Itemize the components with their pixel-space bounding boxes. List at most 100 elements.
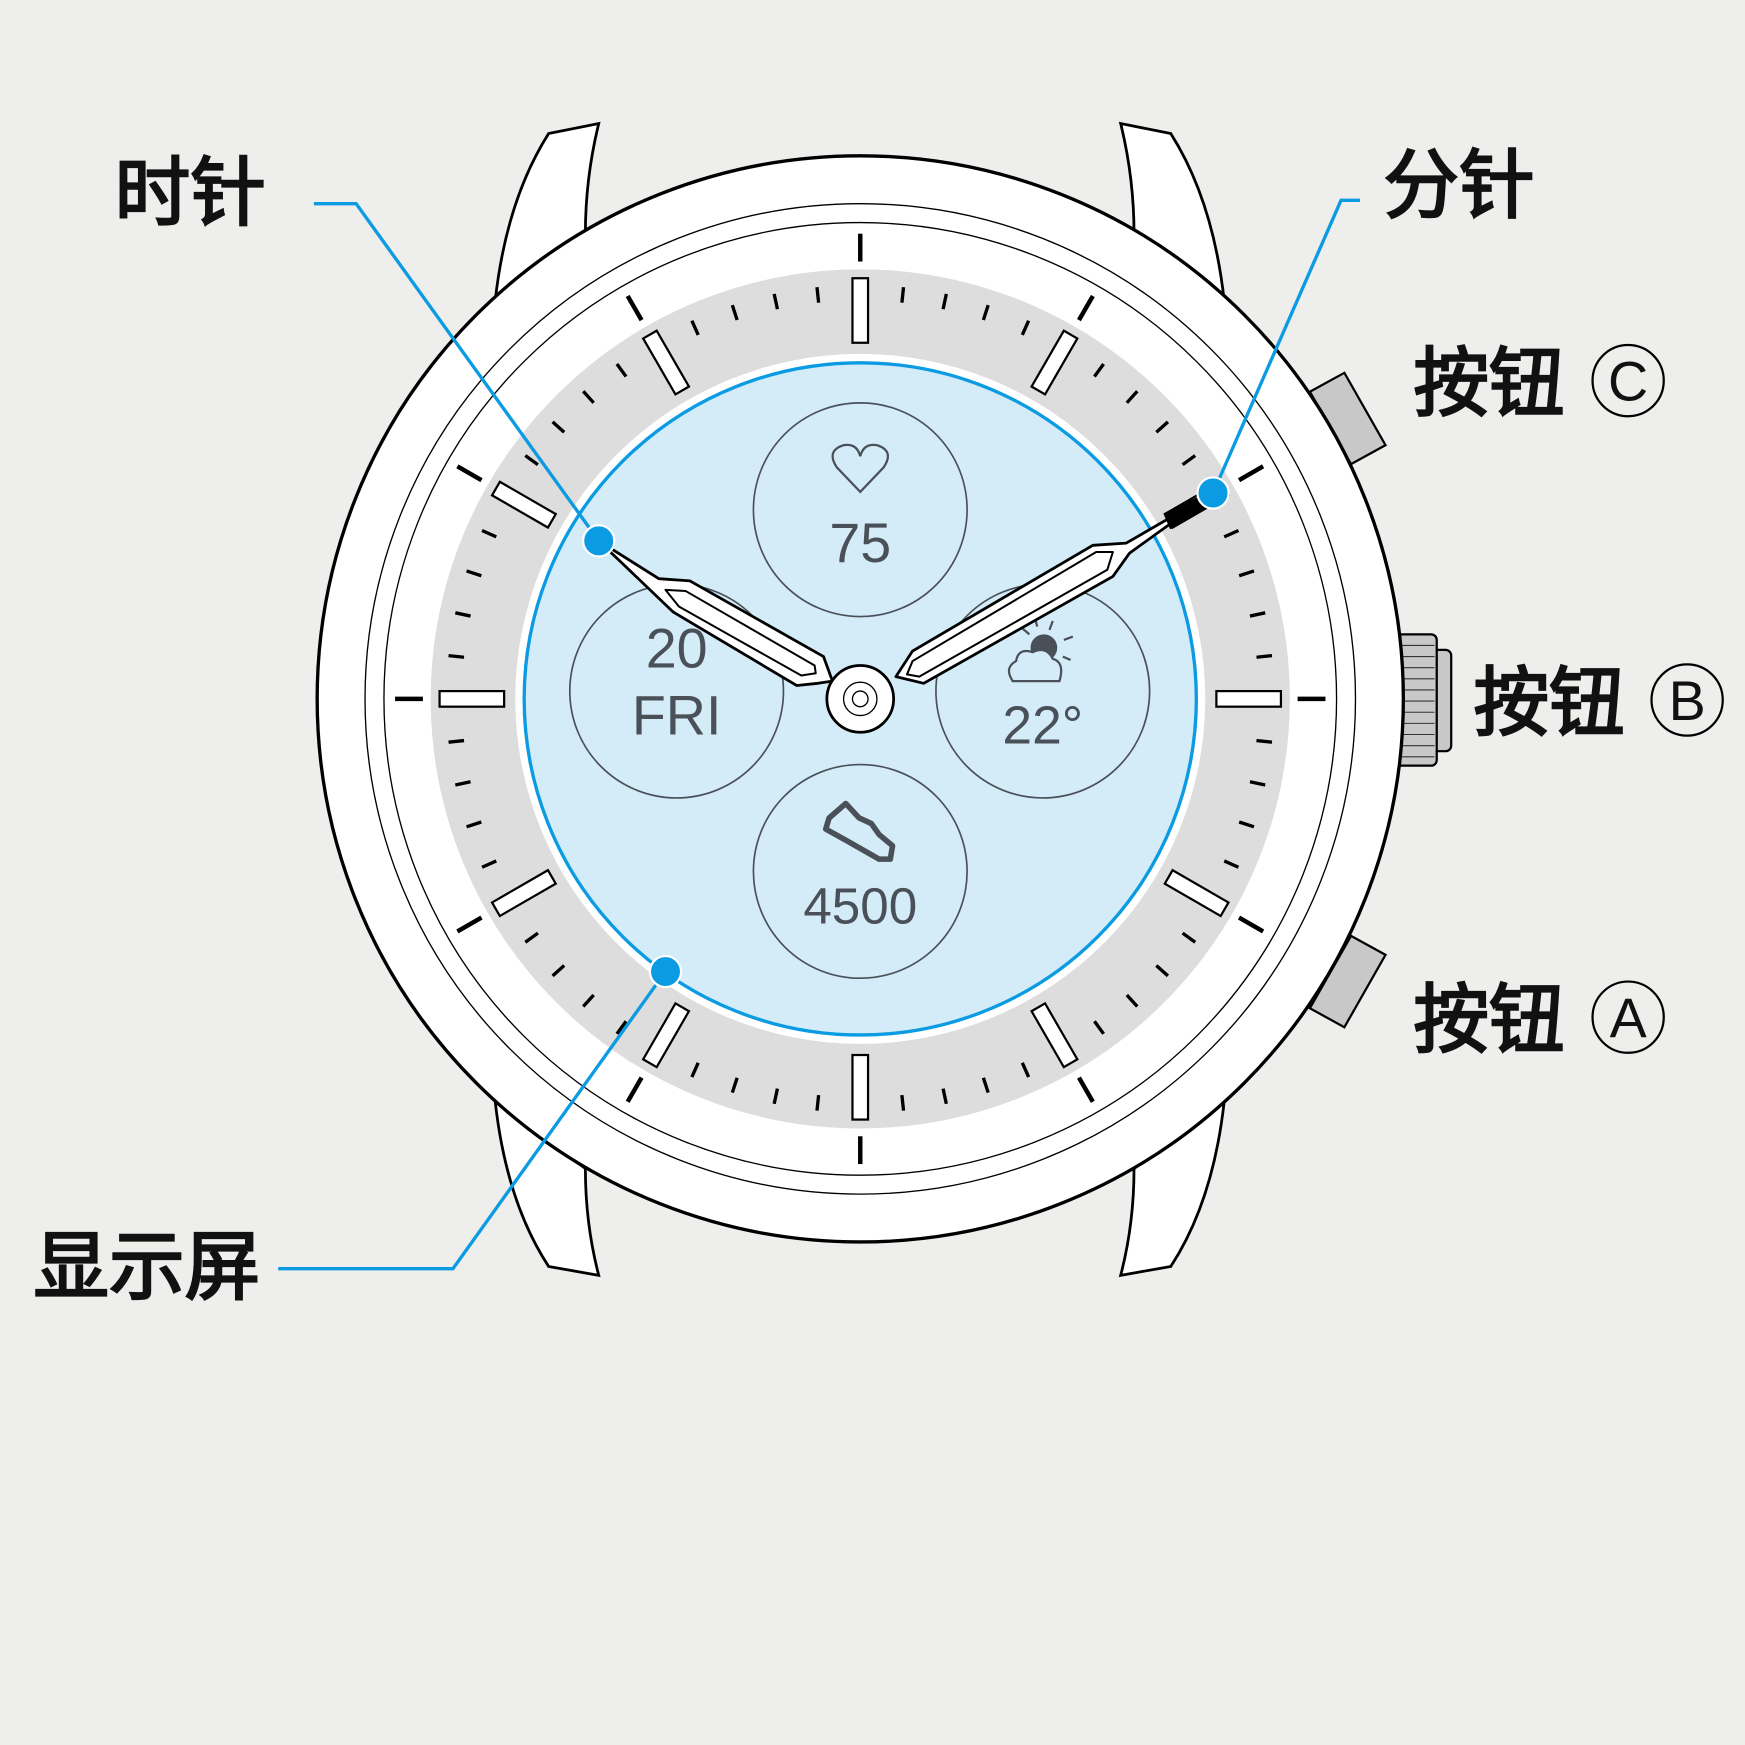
steps-complication (752, 763, 968, 980)
display-label: 显示屏 (33, 1223, 260, 1311)
hour-marker (490, 868, 558, 918)
minute-tick (690, 1062, 700, 1078)
minute-tick (1093, 1020, 1105, 1035)
minute-tick (815, 286, 821, 303)
minute-tick (454, 780, 471, 787)
hour-marker (1215, 689, 1283, 708)
minute-tick (772, 293, 780, 310)
minute-tick (1020, 320, 1031, 336)
minute-hand-label: 分针 (1383, 141, 1534, 229)
minute-tick (730, 1077, 739, 1094)
hour-hand-callout-dot (582, 524, 616, 558)
minute-tick (1223, 528, 1240, 539)
minute-tick (690, 320, 700, 336)
minute-tick (466, 569, 482, 578)
minute-tick (730, 304, 739, 321)
minute-tick (1249, 611, 1266, 618)
hour-marker (851, 1053, 870, 1121)
button-c-circle (1591, 343, 1665, 418)
hour-marker (1030, 329, 1079, 396)
minute-tick (524, 454, 539, 467)
hour-marker (1030, 1001, 1079, 1069)
minute-tick (981, 1077, 990, 1094)
hour-index-tick (1237, 915, 1265, 934)
hour-index-tick (625, 1076, 644, 1103)
minute-tick (615, 1020, 628, 1035)
button-c-label: 按钮 (1413, 340, 1564, 428)
minute-tick (1256, 653, 1273, 659)
minute-tick (551, 420, 566, 434)
minute-tick (941, 1088, 948, 1105)
hour-index-tick (625, 294, 644, 322)
hour-marker (438, 689, 506, 708)
bezel-inner-line (383, 221, 1338, 1176)
minute-tick (1125, 390, 1139, 404)
minute-hand-inner (905, 550, 1114, 678)
lug-bottom-right (1118, 1098, 1226, 1278)
lug-bottom-left (493, 1098, 601, 1278)
display-callout-line (278, 970, 667, 1271)
minute-tick (448, 653, 465, 659)
minute-tick (551, 964, 566, 978)
lug-top-right (1118, 121, 1226, 304)
minute-tick (466, 820, 482, 829)
minute-tick (454, 611, 471, 618)
button-b-label: 按钮 (1473, 659, 1624, 747)
weather-partly-cloudy-icon (1007, 617, 1074, 683)
button-a-label: 按钮 (1413, 976, 1564, 1064)
hour-hand-inner (664, 588, 817, 677)
minute-tick (615, 362, 628, 378)
minute-tick (582, 993, 595, 1008)
temperature-value: 22° (1002, 696, 1083, 755)
minute-tick (1249, 780, 1266, 787)
hour-index-tick (1237, 464, 1265, 483)
minute-tick (582, 390, 595, 404)
date-day: 20 (646, 618, 708, 680)
button-b[interactable] (1394, 633, 1453, 767)
button-b-circle (1650, 663, 1724, 737)
hour-index-tick (1077, 1076, 1095, 1103)
minute-tick (1125, 993, 1139, 1008)
button-a-letter: A (1610, 987, 1647, 1049)
hour-index-tick (1077, 294, 1095, 322)
minute-tick (1223, 859, 1240, 869)
minute-tick (1093, 362, 1105, 378)
hour-marker (641, 329, 691, 396)
heart-rate-complication (752, 402, 968, 618)
minute-tick (1256, 738, 1273, 744)
hour-hand-callout-line (313, 201, 601, 542)
minute-tick (524, 931, 539, 944)
hour-marker (641, 1001, 691, 1069)
button-b-letter: B (1669, 670, 1706, 732)
minute-tick (481, 528, 497, 539)
hour-index-tick (456, 915, 483, 934)
date-weekday: FRI (632, 685, 722, 747)
minute-hand-callout-dot (1196, 476, 1230, 510)
minute-hand-callout-line (1211, 198, 1360, 494)
shoe-icon (822, 800, 896, 862)
center-pin (851, 690, 869, 708)
hour-hand-label: 时针 (115, 149, 266, 237)
minute-tick (1155, 964, 1170, 978)
lug-top-left (493, 121, 601, 304)
minute-tick (900, 286, 906, 303)
button-a-circle (1591, 980, 1665, 1054)
minute-tick (448, 738, 465, 744)
minute-tick (1020, 1062, 1031, 1078)
display-callout-dot (648, 954, 683, 989)
hour-marker (490, 480, 558, 530)
minute-tick (481, 859, 497, 869)
button-c-letter: C (1608, 351, 1648, 413)
bezel-outer-line (364, 202, 1357, 1195)
minute-tick (1181, 931, 1197, 944)
hour-marker (851, 277, 870, 344)
heart-rate-value: 75 (829, 512, 891, 574)
steps-value: 4500 (803, 878, 917, 935)
hour-marker (1163, 868, 1230, 918)
minute-tick (815, 1094, 821, 1111)
hour-index-tick (456, 464, 483, 483)
minute-tick (941, 293, 948, 310)
minute-tick (900, 1094, 906, 1111)
minute-tick (1155, 420, 1170, 434)
